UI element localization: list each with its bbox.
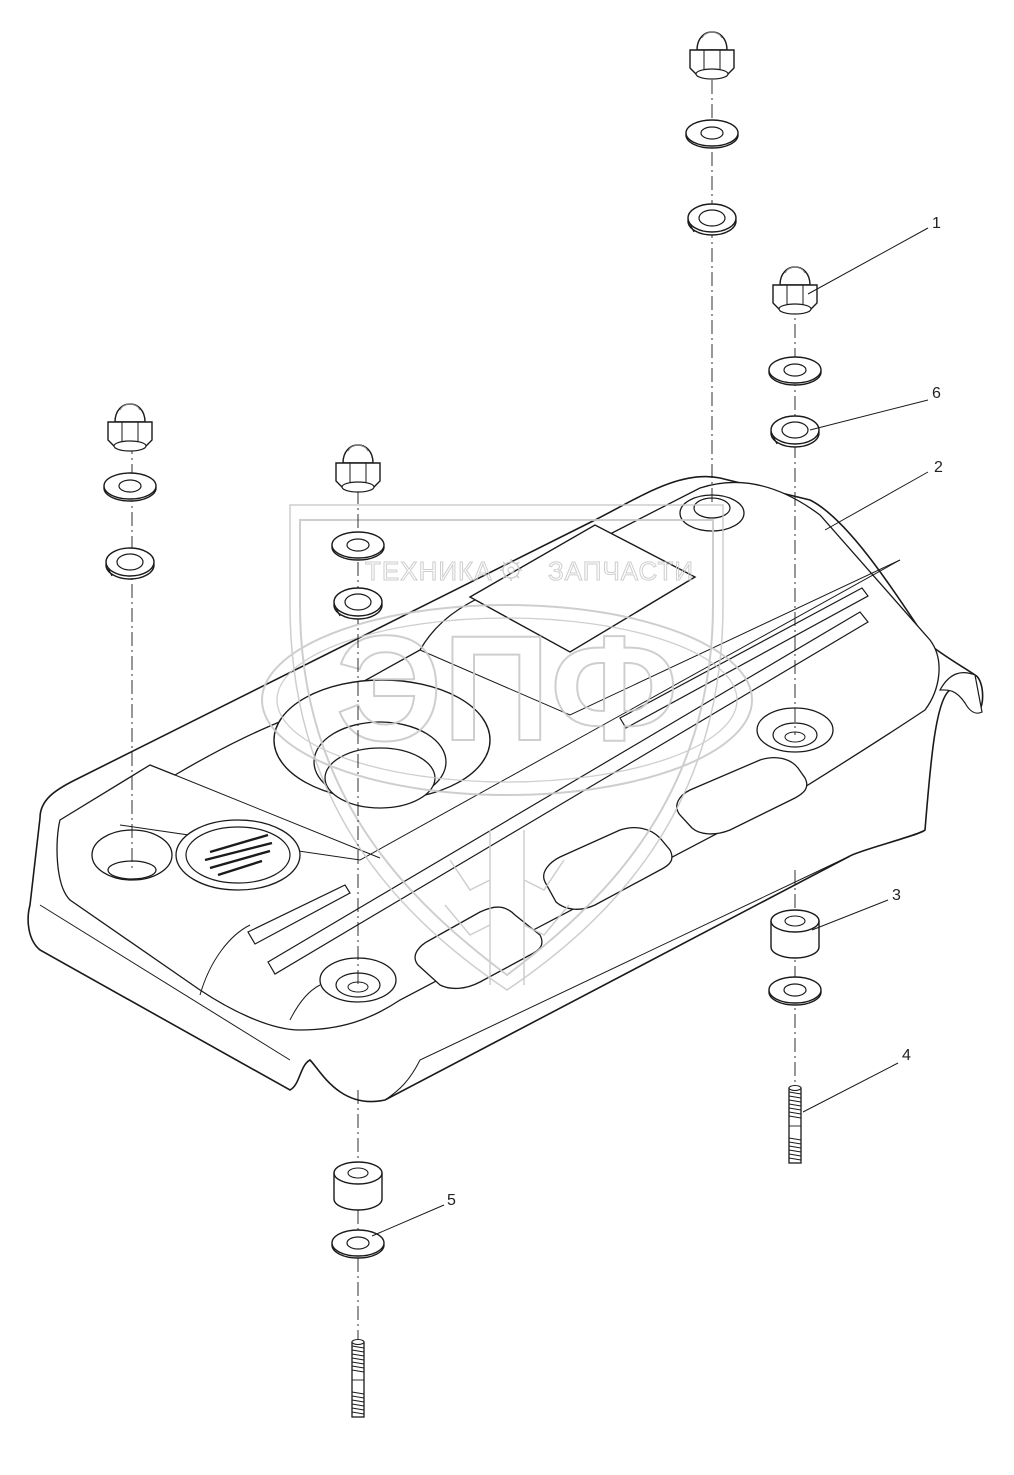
hardware-stack-left bbox=[103, 403, 157, 580]
callout-4: 4 bbox=[902, 1047, 911, 1064]
flat-washer bbox=[103, 472, 157, 502]
cap-nut bbox=[689, 31, 735, 80]
callout-6: 6 bbox=[932, 385, 941, 402]
spacer-bushing bbox=[333, 1161, 383, 1211]
hardware-stack-right bbox=[768, 266, 822, 448]
callouts bbox=[371, 227, 929, 1237]
engine-cover bbox=[27, 475, 984, 1103]
stud bbox=[788, 1084, 802, 1164]
flat-washer bbox=[685, 119, 739, 149]
callout-5: 5 bbox=[447, 1192, 456, 1209]
watermark: ТЕХНИКА ЗАПЧАСТИ ЭПФ bbox=[261, 504, 753, 991]
watermark-right-text: ЗАПЧАСТИ bbox=[548, 556, 694, 586]
flat-washer bbox=[768, 356, 822, 386]
lock-washer bbox=[770, 415, 820, 448]
stud bbox=[351, 1338, 365, 1418]
leader-1 bbox=[807, 227, 929, 295]
callout-3: 3 bbox=[892, 887, 901, 904]
leader-4 bbox=[802, 1062, 899, 1113]
cap-nut bbox=[772, 266, 818, 315]
cap-nut bbox=[335, 444, 381, 493]
hardware-stack-center bbox=[331, 444, 385, 620]
callout-2: 2 bbox=[934, 459, 943, 476]
gear-icon bbox=[500, 559, 522, 581]
watermark-logo-letters: ЭПФ bbox=[336, 604, 679, 772]
spacer-bushing bbox=[770, 909, 820, 959]
callout-1: 1 bbox=[932, 215, 941, 232]
leader-6 bbox=[809, 399, 929, 431]
callout-labels: 1 2 3 4 5 6 bbox=[447, 215, 943, 1209]
watermark-left-text: ТЕХНИКА bbox=[365, 556, 493, 586]
leader-3 bbox=[811, 899, 889, 931]
leader-5 bbox=[371, 1204, 445, 1237]
hardware-stack-rear-right bbox=[685, 31, 739, 236]
hardware-below-right bbox=[768, 909, 822, 1164]
lock-washer bbox=[105, 547, 155, 580]
cap-nut bbox=[107, 403, 153, 452]
lock-washer bbox=[333, 587, 383, 620]
leader-2 bbox=[824, 471, 929, 531]
lock-washer bbox=[687, 203, 737, 236]
flat-washer bbox=[768, 976, 822, 1006]
flat-washer bbox=[331, 531, 385, 561]
